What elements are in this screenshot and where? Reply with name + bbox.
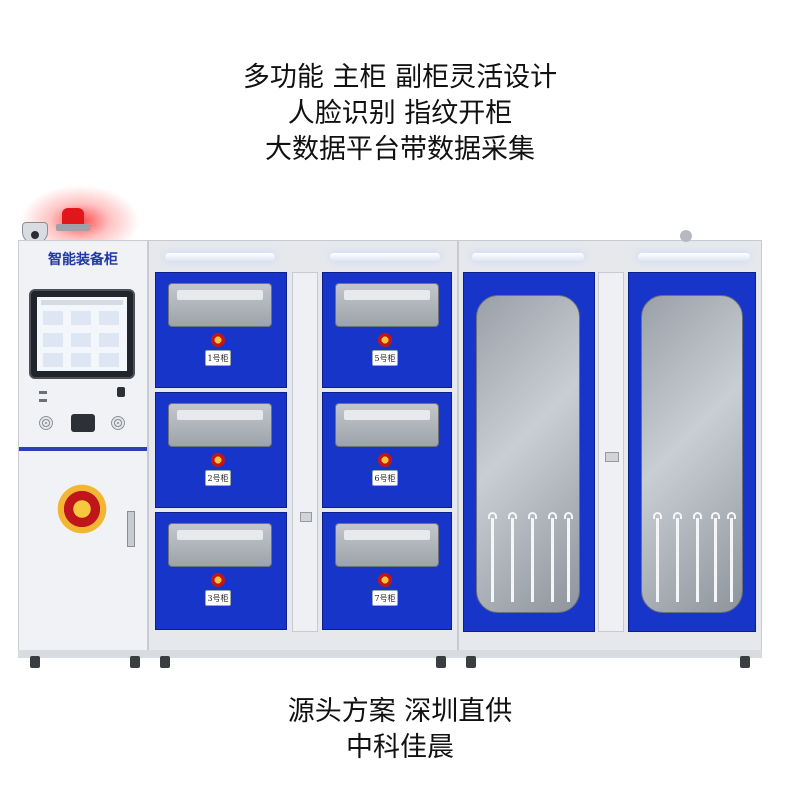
headline-line-3: 大数据平台带数据采集 — [265, 134, 535, 165]
drawer-label: 7号柜 — [372, 590, 398, 606]
drawer-label: 5号柜 — [372, 350, 398, 366]
drawer-7[interactable]: 7号柜 — [322, 512, 452, 630]
touch-screen — [29, 289, 135, 379]
main-cabinet: 智能装备柜 — [18, 240, 148, 658]
drawer-label: 3号柜 — [205, 590, 231, 606]
speaker-icon — [39, 416, 53, 430]
headline-line-1: 多功能 主柜 副柜灵活设计 — [242, 62, 558, 93]
drawer-2[interactable]: 2号柜 — [155, 392, 287, 508]
headline-bottom: 源头方案 深圳直供 中科佳晨 — [0, 694, 800, 766]
drawer-label: 1号柜 — [205, 350, 231, 366]
fingerprint-reader-icon — [71, 414, 95, 432]
headline-top: 多功能 主柜 副柜灵活设计 人脸识别 指纹开柜 大数据平台带数据采集 — [0, 60, 800, 168]
speaker-icon — [111, 416, 125, 430]
drawer-6[interactable]: 6号柜 — [322, 392, 452, 508]
drawer-label: 2号柜 — [205, 470, 231, 486]
drawer-3[interactable]: 3号柜 — [155, 512, 287, 630]
headline-bottom-line-2: 中科佳晨 — [346, 732, 454, 763]
wardrobe-door-left[interactable] — [463, 272, 595, 632]
headline-bottom-line-1: 源头方案 深圳直供 — [287, 696, 513, 727]
drawer-1[interactable]: 1号柜 — [155, 272, 287, 388]
police-emblem-icon — [55, 481, 109, 537]
drawer-5[interactable]: 5号柜 — [322, 272, 452, 388]
headline-line-2: 人脸识别 指纹开柜 — [287, 98, 513, 129]
wardrobe-door-right[interactable] — [628, 272, 756, 632]
cabinet-label: 智能装备柜 — [48, 252, 118, 268]
drawer-label: 6号柜 — [372, 470, 398, 486]
